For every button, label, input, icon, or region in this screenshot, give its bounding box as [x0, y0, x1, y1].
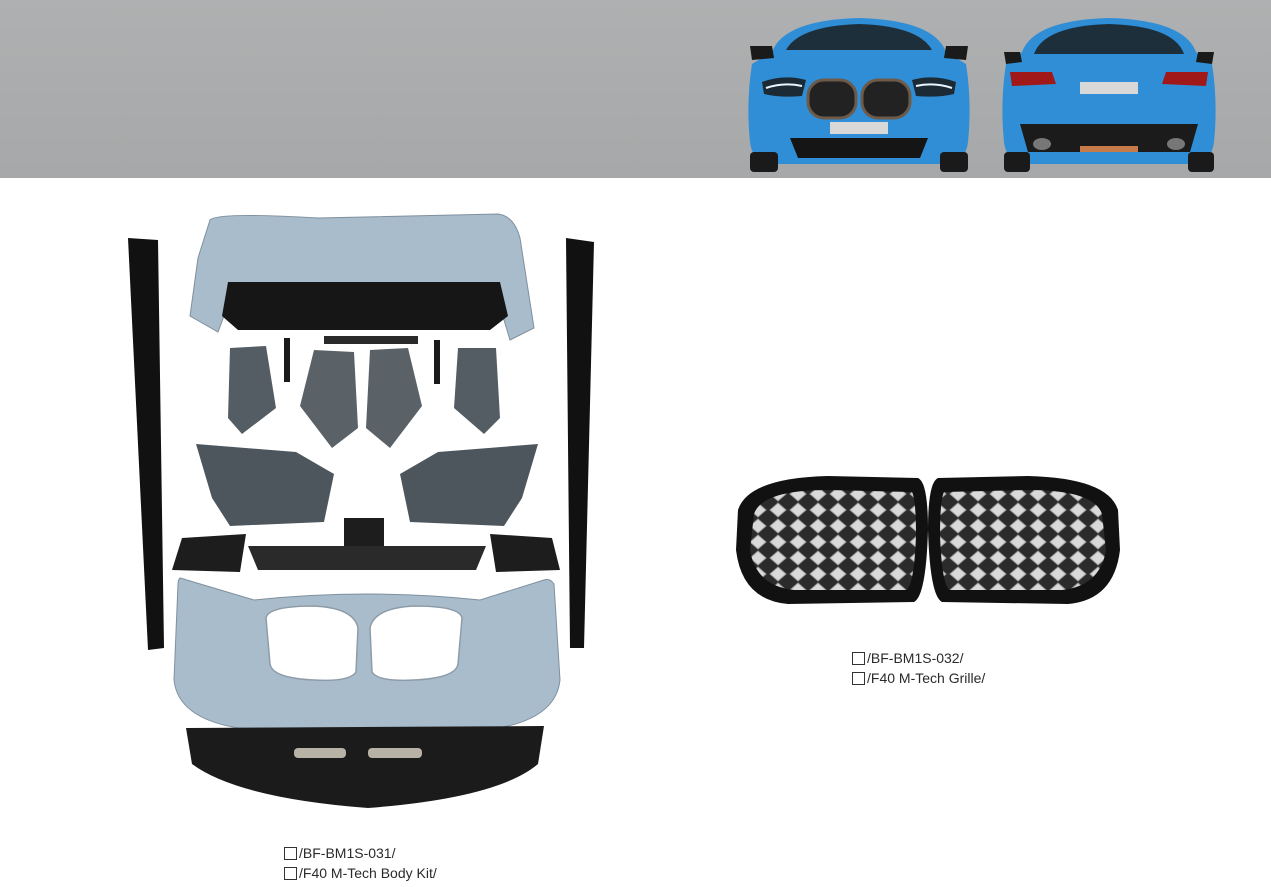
body-kit-code-line: /BF-BM1S-031/ [284, 843, 437, 863]
body-kit-code: /BF-BM1S-031/ [299, 845, 396, 861]
grille-caption: /BF-BM1S-032/ /F40 M-Tech Grille/ [852, 648, 985, 688]
body-kit-title: /F40 M-Tech Body Kit/ [299, 865, 437, 881]
grille-title-checkbox-icon[interactable] [852, 671, 865, 685]
body-kit-title-line: /F40 M-Tech Body Kit/ [284, 863, 437, 883]
grille-code-line: /BF-BM1S-032/ [852, 648, 985, 668]
grille-checkbox-icon[interactable] [852, 651, 865, 665]
body-kit-parts-image [128, 213, 594, 808]
m-tech-grille-image [736, 476, 1120, 604]
grille-title-line: /F40 M-Tech Grille/ [852, 668, 985, 688]
body-kit-title-checkbox-icon[interactable] [284, 866, 297, 880]
grille-code: /BF-BM1S-032/ [867, 650, 964, 666]
body-kit-caption: /BF-BM1S-031/ /F40 M-Tech Body Kit/ [284, 843, 437, 883]
car-front-view-image [748, 18, 970, 172]
grille-title: /F40 M-Tech Grille/ [867, 670, 986, 686]
body-kit-checkbox-icon[interactable] [284, 846, 297, 860]
car-rear-view-image [1002, 18, 1216, 172]
